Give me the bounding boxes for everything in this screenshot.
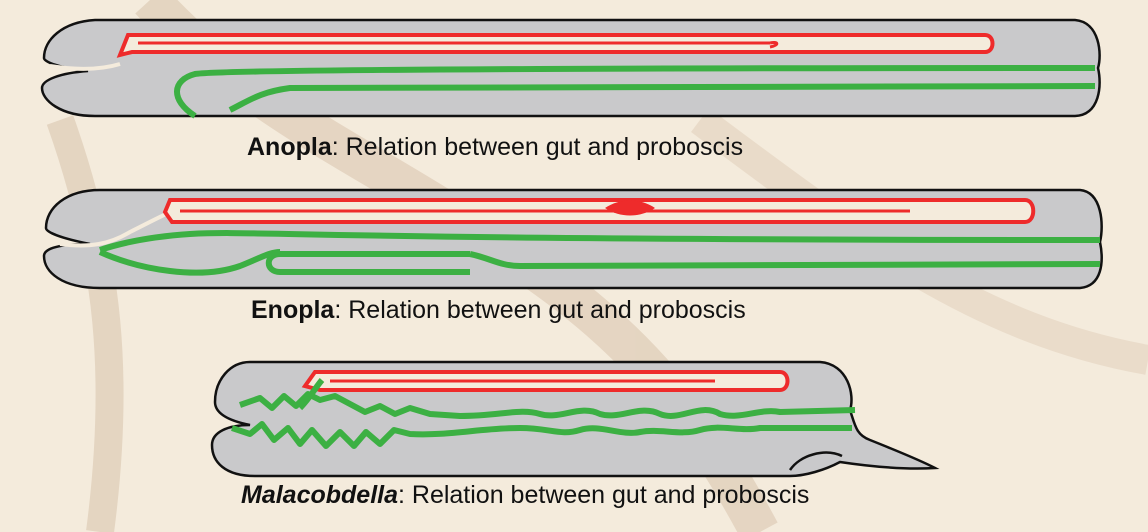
enopla-mouth-slit: [59, 208, 176, 248]
malacobdella-caption: Malacobdella: Relation between gut and p…: [241, 481, 809, 510]
anopla-caption-taxon: Anopla: [247, 133, 332, 161]
malacobdella-caption-text: : Relation between gut and proboscis: [398, 481, 810, 509]
malacobdella-gut-upper: [239, 391, 856, 419]
anopla-proboscis: [116, 33, 995, 58]
enopla-stylet: [605, 200, 655, 216]
anopla-gut-lower: [228, 83, 1096, 113]
anopla-mouth-slit: [49, 62, 121, 71]
anopla-gut: [174, 65, 1096, 119]
enopla-caption: Enopla: Relation between gut and probosc…: [251, 296, 746, 325]
enopla-diagram: [42, 188, 1103, 290]
malacobdella-gut-lower: [231, 421, 852, 449]
enopla-gut-upper: [99, 230, 1101, 253]
enopla-caption-text: : Relation between gut and proboscis: [334, 296, 746, 324]
malacobdella-caption-taxon: Malacobdella: [241, 481, 398, 509]
malacobdella-sucker-fold: [788, 451, 843, 471]
anopla-diagram: [40, 18, 1101, 119]
anopla-caption-text: : Relation between gut and proboscis: [331, 133, 744, 161]
anopla-caption: Anopla: Relation between gut and probosc…: [247, 133, 743, 162]
enopla-caption-taxon: Enopla: [251, 296, 335, 324]
malacobdella-pharynx: [297, 378, 325, 411]
enopla-gut-lower: [98, 249, 1101, 276]
malacobdella-diagram: [210, 360, 940, 478]
